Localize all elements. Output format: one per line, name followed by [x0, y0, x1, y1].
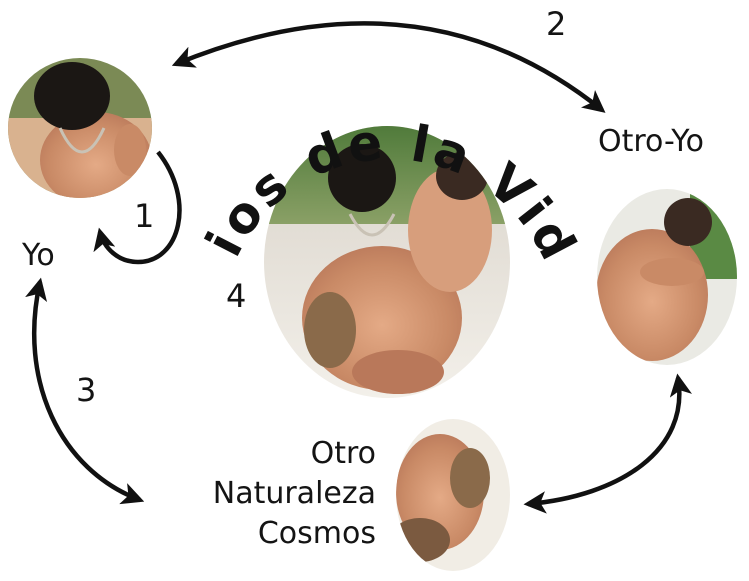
otro-photo: [390, 419, 511, 573]
relation-number-3: 3: [76, 372, 96, 408]
otro-naturaleza-cosmos-label: Otro Naturaleza Cosmos: [213, 434, 376, 554]
relation-number-1: 1: [134, 198, 154, 234]
otro-yo-photo: [596, 189, 740, 367]
yo-label: Yo: [22, 238, 55, 274]
cosmos-line: Cosmos: [213, 514, 376, 554]
relation-number-2: 2: [546, 6, 566, 42]
arrow-yo-otro-yo: [176, 23, 602, 110]
naturaleza-line: Naturaleza: [213, 474, 376, 514]
yo-photo: [8, 58, 153, 208]
otro-line: Otro: [213, 434, 376, 474]
arrow-otro-yo-otro: [528, 378, 679, 504]
otro-yo-label: Otro-Yo: [598, 124, 704, 160]
relation-number-4: 4: [226, 278, 246, 314]
